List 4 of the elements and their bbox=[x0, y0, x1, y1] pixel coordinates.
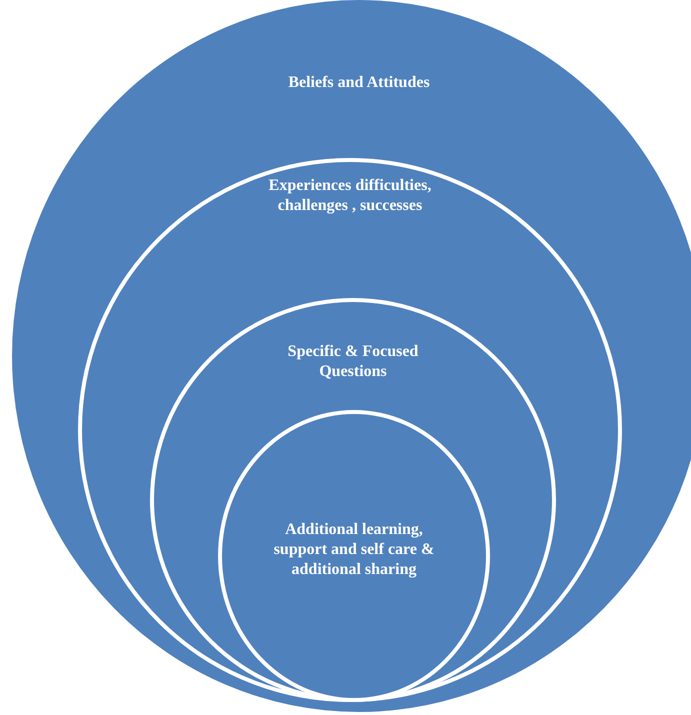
circle-label: Additional learning, support and self care & additional sharing bbox=[272, 520, 436, 580]
circle-label: Beliefs and Attitudes bbox=[287, 73, 431, 93]
circle-label: Experiences difficulties, challenges , successes bbox=[268, 176, 432, 216]
circle-label: Specific & Focused Questions bbox=[286, 342, 420, 382]
